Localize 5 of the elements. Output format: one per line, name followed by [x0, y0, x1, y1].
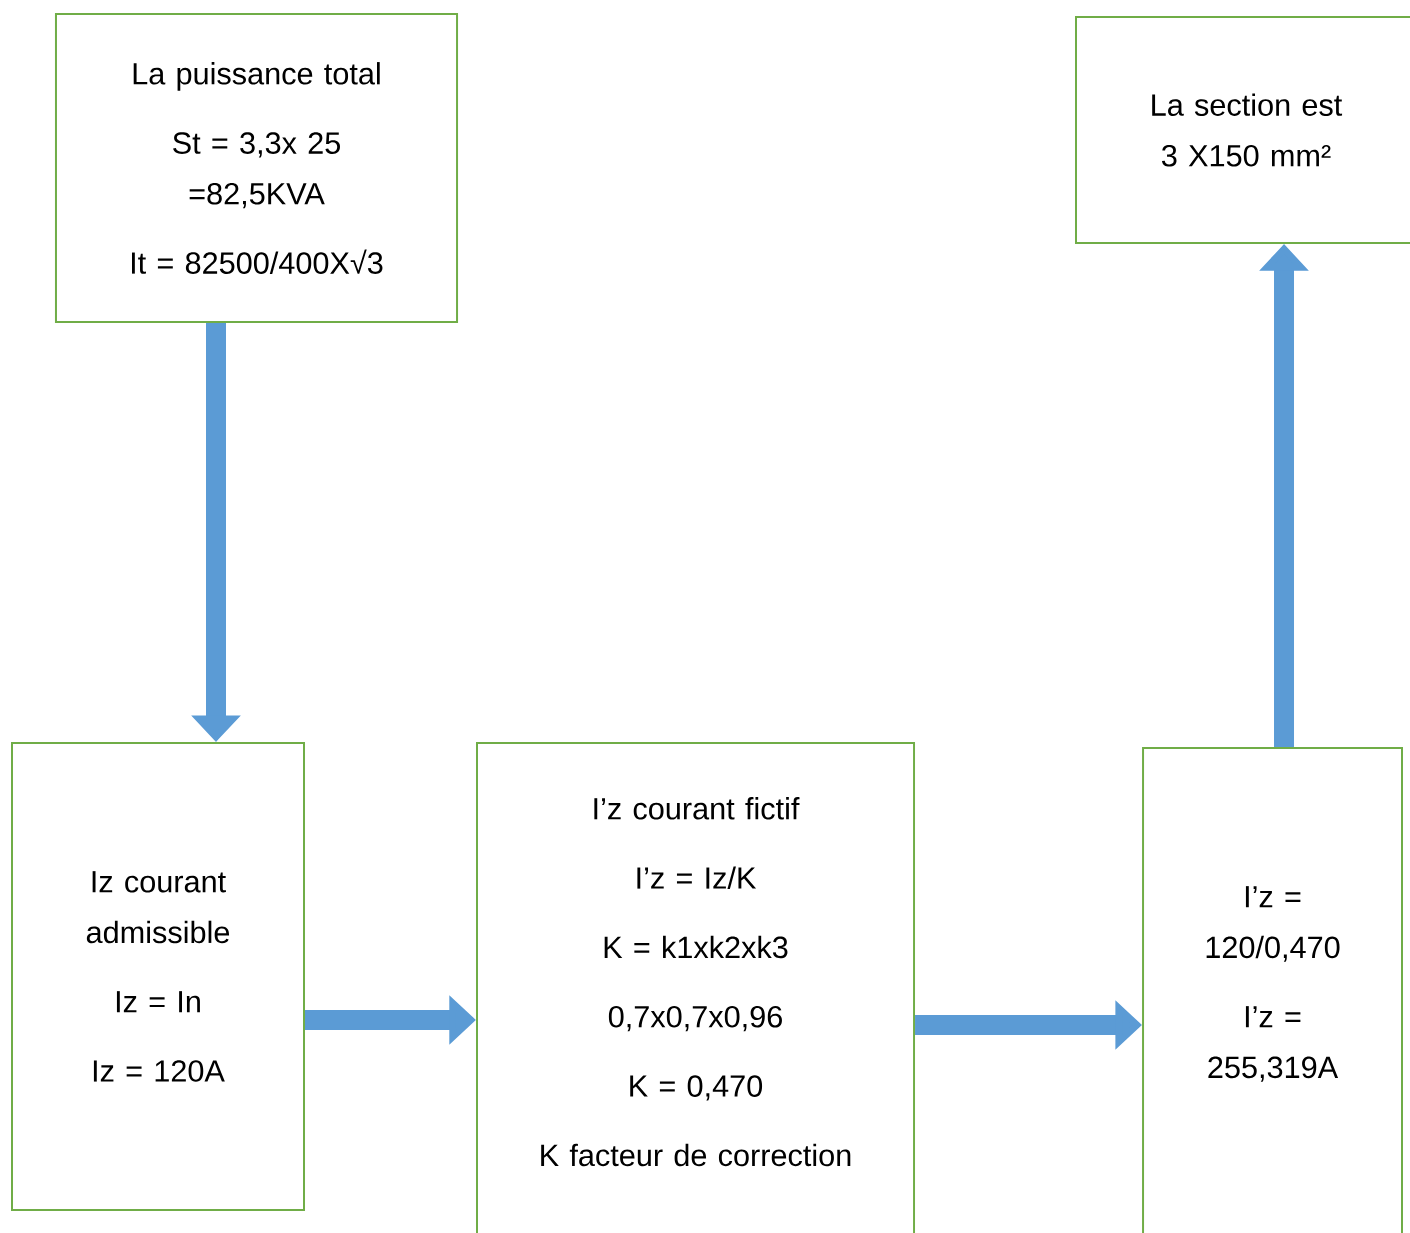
process-box: Iz courant admissible Iz = In Iz = 120A [11, 742, 305, 1211]
process-box: La section est 3 X150 mm² [1075, 16, 1410, 244]
process-box: La puissance total St = 3,3x 25 =82,5KVA It = 82500/400X√3 [54, 13, 459, 323]
process-box: I’z = 120/0,470 I’z = 255,319A [1142, 747, 1403, 1233]
process-box: I’z courant fictif I’z = Iz/K K = k1xk2xk3 0,7x0,7x0,96 K = 0,470 K facteur de correction [476, 742, 916, 1233]
